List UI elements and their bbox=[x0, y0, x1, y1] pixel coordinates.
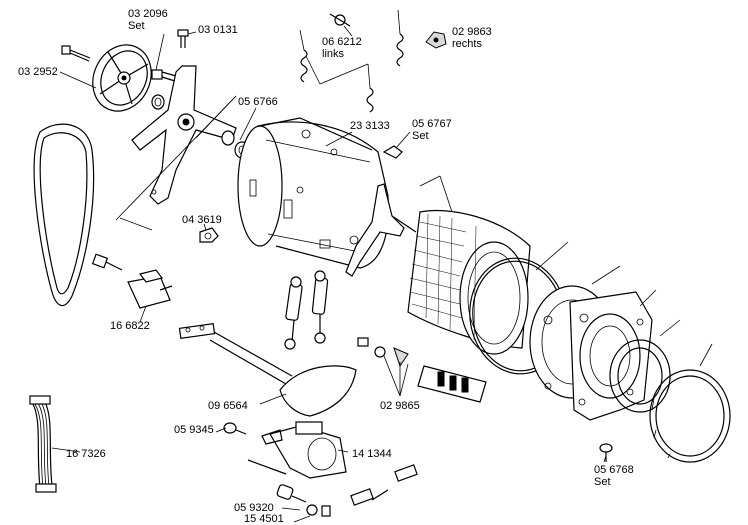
heater-element bbox=[178, 323, 293, 385]
part-number: 05 6767 bbox=[412, 118, 452, 130]
part-number: 09 6564 bbox=[208, 400, 248, 412]
fasteners-029865 bbox=[357, 337, 409, 368]
part-number: 05 6768 bbox=[594, 464, 634, 476]
label-056766: 05 6766 bbox=[238, 96, 278, 108]
label-029865: 02 9865 bbox=[380, 400, 420, 412]
label-167326: 16 7326 bbox=[66, 448, 106, 460]
part-number: 05 9320 bbox=[234, 502, 274, 514]
part-note: Set bbox=[128, 20, 145, 32]
drum-pulley bbox=[92, 44, 152, 112]
label-141344: 14 1344 bbox=[352, 448, 392, 460]
part-number: 16 7326 bbox=[66, 448, 106, 460]
counterweight-029863 bbox=[425, 31, 447, 49]
part-number: 15 4501 bbox=[244, 513, 284, 525]
label-096564: 09 6564 bbox=[208, 400, 248, 412]
ribbon-cable bbox=[29, 395, 57, 493]
label-059345: 05 9345 bbox=[174, 424, 214, 436]
shock-absorbers bbox=[284, 270, 329, 350]
label-166822: 16 6822 bbox=[110, 320, 150, 332]
drum-spider bbox=[131, 65, 237, 205]
label-154501: 15 4501 bbox=[244, 513, 284, 525]
label-030131: 03 0131 bbox=[198, 24, 238, 36]
drive-motor bbox=[247, 421, 347, 479]
label-056768: 05 6768 Set bbox=[594, 464, 634, 488]
screw-056768 bbox=[599, 443, 613, 462]
part-number: 05 9345 bbox=[174, 424, 214, 436]
front-frame bbox=[569, 291, 653, 421]
label-043619: 04 3619 bbox=[182, 214, 222, 226]
leader-lines bbox=[51, 25, 713, 523]
part-number: 23 3133 bbox=[350, 120, 390, 132]
wash-drum bbox=[407, 209, 531, 355]
part-number: 03 2096 bbox=[128, 8, 168, 20]
suspension-springs bbox=[299, 9, 404, 113]
nut-043619 bbox=[199, 227, 219, 243]
label-056767: 05 6767 Set bbox=[412, 118, 452, 142]
part-number: 02 9865 bbox=[380, 400, 420, 412]
label-032952: 03 2952 bbox=[18, 66, 58, 78]
part-number: 03 0131 bbox=[198, 24, 238, 36]
part-number: 04 3619 bbox=[182, 214, 222, 226]
drive-belt bbox=[33, 123, 95, 307]
bolt-032096 bbox=[151, 69, 177, 82]
label-032096: 03 2096 Set bbox=[128, 8, 168, 32]
clip-056767 bbox=[382, 145, 403, 159]
screw-154501 bbox=[306, 504, 331, 517]
part-number: 02 9863 bbox=[452, 26, 492, 38]
clamp-ring bbox=[649, 369, 731, 463]
label-059320: 05 9320 bbox=[234, 502, 274, 514]
label-233133: 23 3133 bbox=[350, 120, 390, 132]
rear-tub bbox=[237, 117, 417, 277]
part-number: 14 1344 bbox=[352, 448, 392, 460]
part-number: 05 6766 bbox=[238, 96, 278, 108]
label-029863: 02 9863 rechts bbox=[452, 26, 492, 50]
suppressor-166822 bbox=[127, 269, 173, 309]
gasket-096564 bbox=[279, 365, 357, 417]
bushing-059320 bbox=[276, 484, 307, 503]
part-number: 06 6212 bbox=[322, 36, 362, 48]
part-note: Set bbox=[594, 476, 611, 488]
screw-059345 bbox=[223, 422, 247, 435]
screw-belt bbox=[91, 253, 123, 271]
wire-connectors bbox=[350, 464, 418, 506]
part-note: Set bbox=[412, 130, 429, 142]
pulley-bolt bbox=[61, 45, 91, 62]
trim-strip bbox=[417, 365, 487, 403]
part-number: 03 2952 bbox=[18, 66, 58, 78]
part-note: links bbox=[322, 48, 345, 60]
screw-030131 bbox=[177, 29, 189, 48]
part-note: rechts bbox=[452, 38, 482, 50]
label-066212: 06 6212 links bbox=[322, 36, 362, 60]
part-number: 16 6822 bbox=[110, 320, 150, 332]
